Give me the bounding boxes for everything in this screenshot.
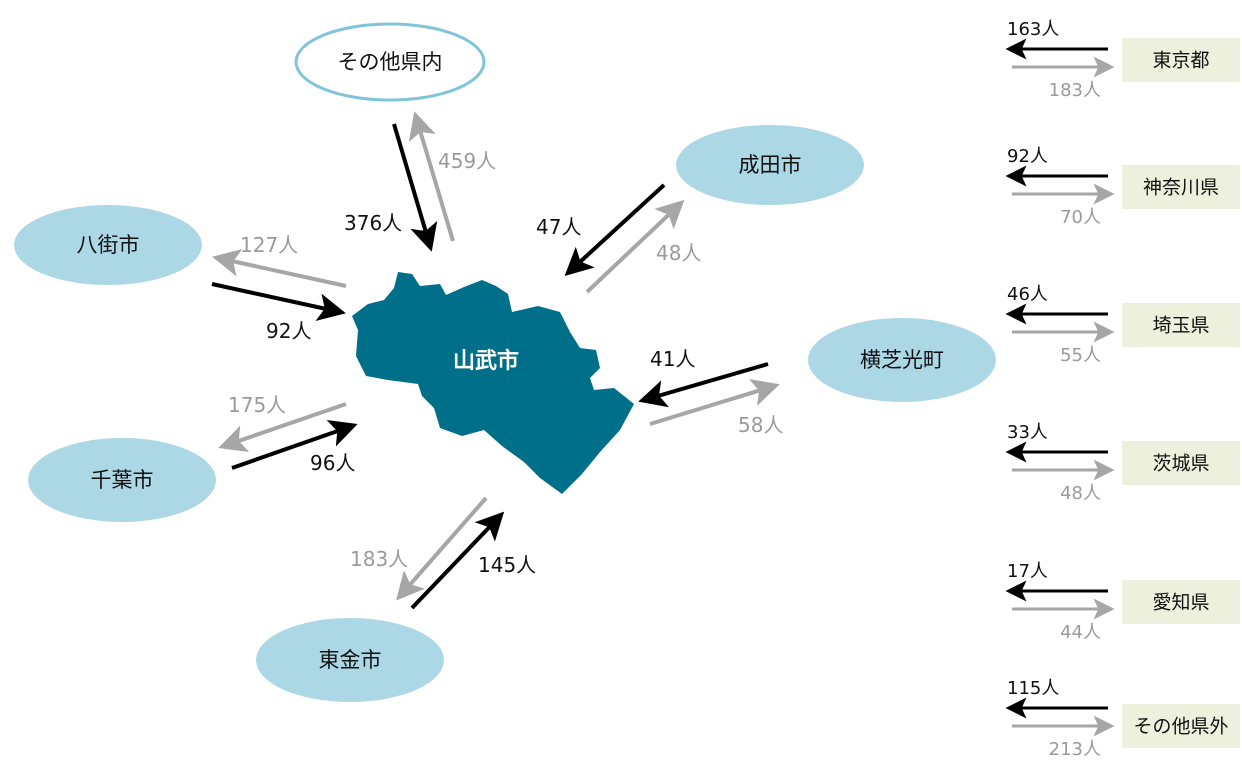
outflow-arrow-narita [585, 199, 685, 294]
svg-text:その他県内: その他県内 [338, 50, 443, 74]
prefecture-outflow-label: 48人 [1060, 483, 1101, 504]
prefecture-inflow-label: 33人 [1007, 422, 1048, 443]
prefecture-box [1122, 580, 1240, 624]
prefecture-inflow-label: 46人 [1007, 284, 1048, 305]
inflow-arrow-togane [410, 511, 505, 610]
center-municipality: 山武市 [352, 272, 634, 494]
prefecture-inflow-label: 115人 [1007, 678, 1059, 699]
bubble-togane: 東金市 [256, 618, 444, 702]
inflow-arrow-yokoshibahikari [638, 362, 769, 408]
inflow-label-narita: 47人 [536, 215, 581, 239]
bubble-yachimata: 八街市 [14, 205, 202, 285]
prefecture-row-ibaraki: 33人 48人 茨城県 [1005, 422, 1240, 504]
prefecture-outflow-label: 70人 [1060, 207, 1101, 228]
prefecture-list: 163人 183人 東京都 92人 70人 神奈川県 46人 55人 埼玉県 3… [1005, 19, 1240, 760]
outflow-arrow-togane [396, 496, 488, 601]
prefecture-box [1122, 441, 1240, 485]
svg-text:八街市: 八街市 [77, 233, 140, 257]
bubble-chiba: 千葉市 [28, 438, 216, 522]
outflow-label-yachimata: 127人 [240, 233, 298, 257]
svg-text:千葉市: 千葉市 [91, 468, 154, 492]
inflow-arrow-sonota-kennai [392, 123, 438, 252]
bubble-sonota-kennai: その他県内 [294, 22, 486, 102]
prefecture-row-tokyo: 163人 183人 東京都 [1005, 19, 1240, 101]
prefecture-outflow-label: 44人 [1060, 622, 1101, 643]
prefecture-row-aichi: 17人 44人 愛知県 [1005, 561, 1240, 643]
outflow-label-yokoshibahikari: 58人 [738, 413, 783, 437]
svg-text:東金市: 東金市 [319, 648, 382, 672]
prefecture-outflow-label: 183人 [1049, 80, 1101, 101]
outflow-arrow-yokoshibahikari [649, 379, 780, 426]
svg-text:横芝光町: 横芝光町 [860, 348, 944, 372]
prefecture-outflow-label: 55人 [1060, 345, 1101, 366]
prefecture-inflow-label: 92人 [1007, 146, 1048, 167]
inflow-label-yachimata: 92人 [266, 319, 311, 343]
flow-arrows [211, 111, 780, 610]
prefecture-box [1122, 704, 1240, 748]
outflow-label-chiba: 175人 [228, 393, 286, 417]
flow-labels: 376人 459人 47人 48人 127人 92人 41人 58人 175人 … [228, 149, 783, 577]
prefecture-row-saitama: 46人 55人 埼玉県 [1005, 284, 1240, 366]
prefecture-name: 埼玉県 [1152, 315, 1209, 337]
inflow-arrow-narita [564, 183, 666, 277]
outflow-label-narita: 48人 [656, 241, 701, 265]
prefecture-box [1122, 165, 1240, 209]
prefecture-name: 愛知県 [1152, 592, 1209, 614]
prefecture-outflow-label: 213人 [1049, 739, 1101, 760]
prefecture-inflow-label: 163人 [1007, 19, 1059, 40]
inflow-arrow-yachimata [211, 282, 346, 321]
center-label: 山武市 [453, 348, 519, 374]
prefecture-name: その他県外 [1133, 716, 1228, 738]
outflow-label-togane: 183人 [350, 547, 408, 571]
outflow-label-sonota-kennai: 459人 [438, 149, 496, 173]
inflow-arrow-chiba [231, 420, 358, 470]
prefecture-box [1122, 303, 1240, 347]
center-map-shape [352, 272, 634, 494]
bubble-narita: 成田市 [676, 125, 864, 205]
prefecture-box [1122, 38, 1240, 82]
prefecture-inflow-label: 17人 [1007, 561, 1048, 582]
svg-text:成田市: 成田市 [739, 153, 802, 177]
inflow-label-chiba: 96人 [310, 451, 355, 475]
inflow-label-sonota-kennai: 376人 [344, 211, 402, 235]
inflow-label-togane: 145人 [478, 553, 536, 577]
inflow-label-yokoshibahikari: 41人 [650, 347, 695, 371]
outflow-arrow-yachimata [212, 249, 347, 288]
prefecture-name: 神奈川県 [1143, 177, 1219, 199]
prefecture-row-kanagawa: 92人 70人 神奈川県 [1005, 146, 1240, 228]
outflow-arrow-sonota-kennai [408, 111, 455, 242]
bubble-yokoshibahikari: 横芝光町 [808, 318, 996, 402]
prefecture-name: 東京都 [1152, 50, 1209, 72]
prefecture-row-sonota-kengai: 115人 213人 その他県外 [1005, 678, 1240, 760]
outflow-arrow-chiba [218, 402, 347, 453]
prefecture-name: 茨城県 [1152, 453, 1209, 475]
